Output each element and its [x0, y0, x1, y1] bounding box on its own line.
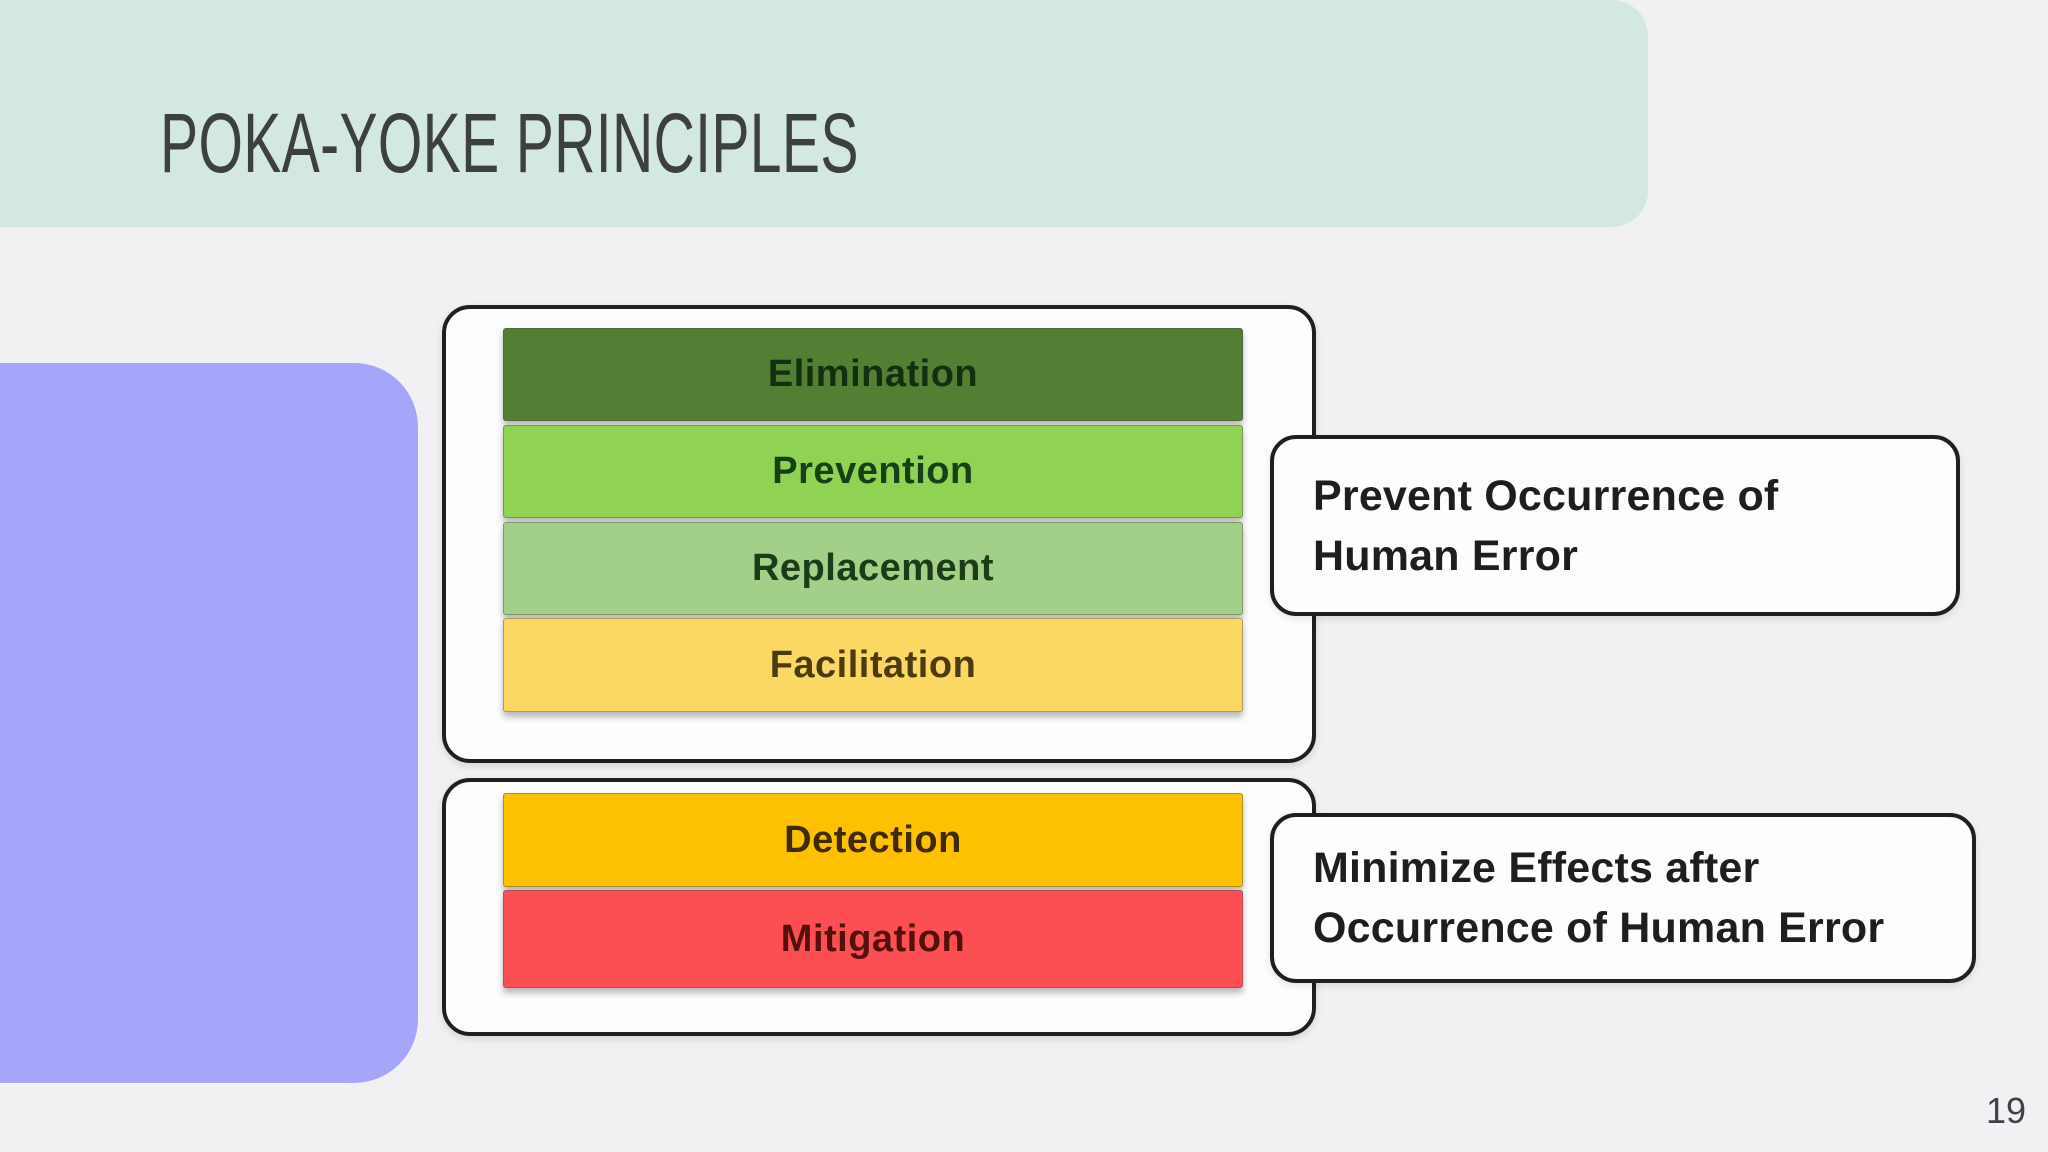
bar-prevention-label: Prevention — [772, 450, 974, 492]
callout-minimize-line1: Minimize Effects after — [1313, 844, 1760, 892]
bar-elimination: Elimination — [503, 328, 1243, 421]
bar-replacement: Replacement — [503, 522, 1243, 615]
callout-minimize-effects: Minimize Effects after Occurrence of Hum… — [1270, 813, 1976, 983]
bar-mitigation-label: Mitigation — [780, 917, 966, 960]
callout-prevent-line2: Human Error — [1313, 531, 1579, 580]
prevention-group-box: Elimination Prevention Replacement Facil… — [442, 305, 1316, 763]
bar-elimination-label: Elimination — [767, 353, 979, 395]
callout-prevent-line1: Prevent Occurrence of — [1313, 471, 1779, 520]
bar-replacement-label: Replacement — [751, 547, 995, 589]
bar-detection-label: Detection — [784, 818, 962, 861]
bar-facilitation-label: Facilitation — [769, 643, 977, 686]
page-title: POKA-YOKE PRINCIPLES — [160, 96, 859, 190]
callout-prevent-occurrence: Prevent Occurrence of Human Error — [1270, 435, 1960, 616]
mitigation-group-box: Detection Mitigation — [442, 778, 1316, 1036]
bar-mitigation: Mitigation — [503, 890, 1243, 988]
callout-minimize-line2: Occurrence of Human Error — [1313, 904, 1885, 952]
bar-detection: Detection — [503, 793, 1243, 887]
bar-facilitation: Facilitation — [503, 618, 1243, 712]
header-band — [0, 0, 1648, 227]
accent-panel — [0, 363, 418, 1083]
bar-prevention: Prevention — [503, 425, 1243, 518]
page-number: 19 — [1986, 1090, 2027, 1131]
